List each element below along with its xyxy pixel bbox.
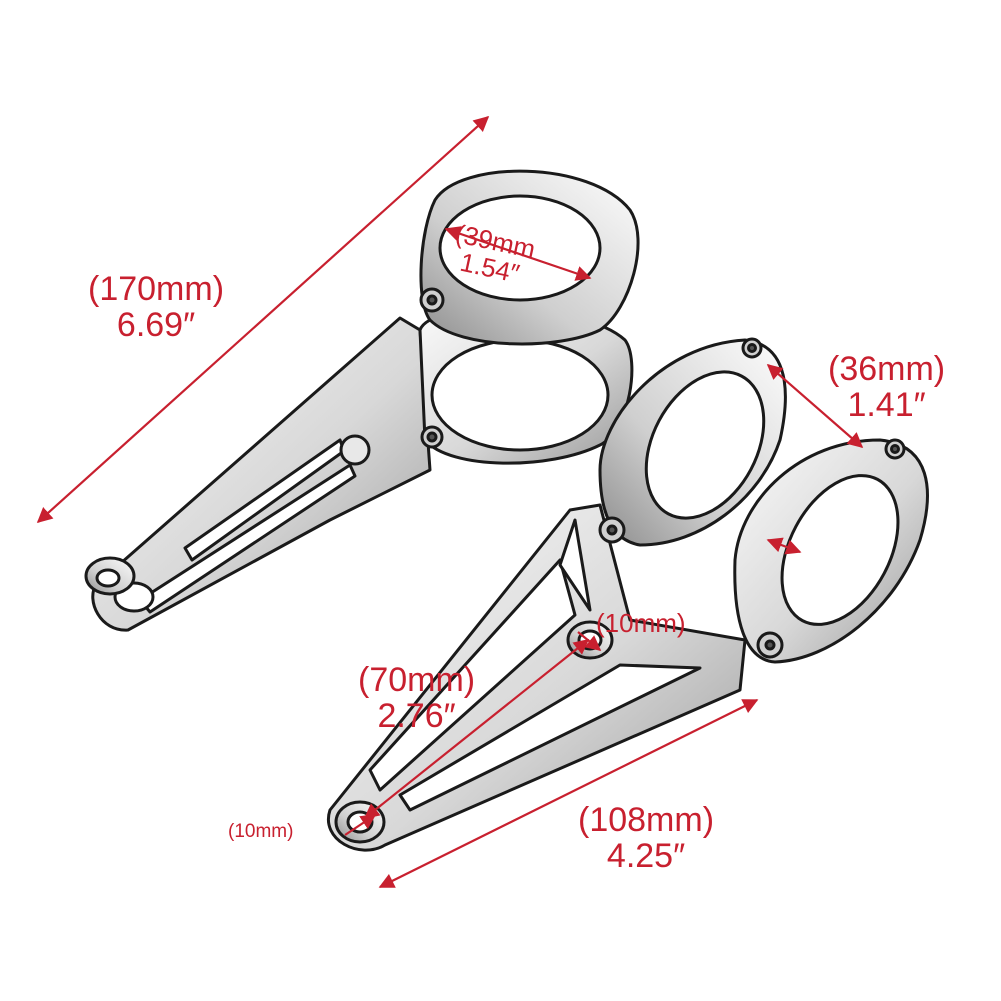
clamp-width-line (766, 363, 864, 449)
top-hole-line (577, 631, 602, 651)
bottom-hole-line (344, 814, 377, 836)
dimension-lines (36, 115, 864, 888)
inner-length-label: (70mm) 2.76″ (358, 661, 476, 735)
arm-length-label: (108mm) 4.25″ (578, 801, 715, 875)
total-length-label: (170mm) 6.69″ (88, 270, 225, 344)
clamp-gap-line (766, 537, 802, 555)
clamp-width-label: (36mm) 1.41″ (828, 350, 946, 424)
arm-length-line (378, 699, 759, 888)
clamp-diameter-line (444, 226, 592, 281)
top-hole-label: (10mm) (596, 608, 686, 638)
bottom-hole-label: (10mm) (228, 821, 294, 842)
total-length-line (36, 115, 490, 524)
